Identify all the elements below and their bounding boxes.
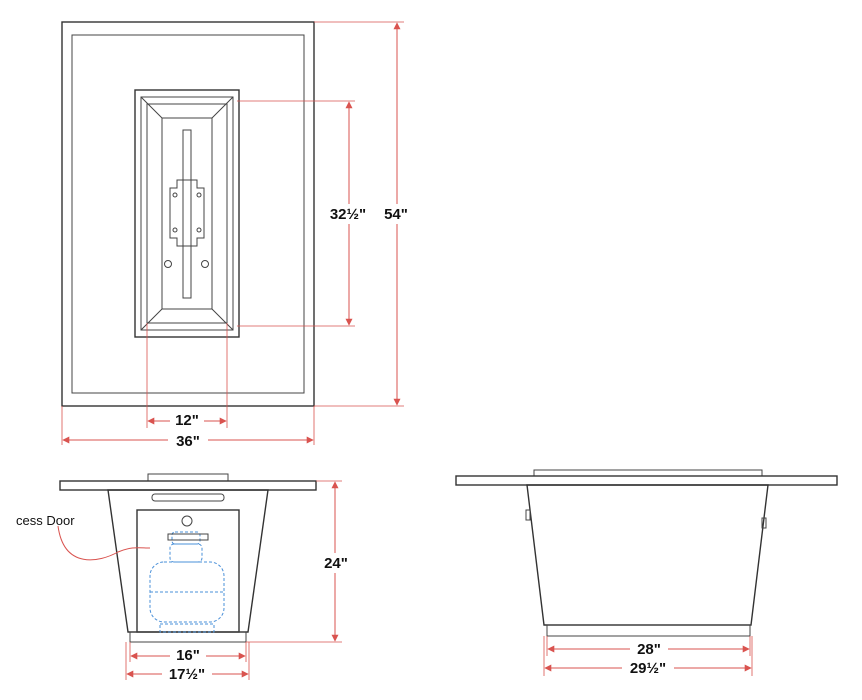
fastener-icon: [201, 260, 209, 268]
tank-valve: [167, 533, 209, 541]
burner-bar: [182, 129, 192, 299]
burner-plate: [169, 179, 205, 247]
front-view: cess Door 24" 16" 17½": [16, 473, 352, 683]
side-table-body: [526, 484, 769, 626]
dim-burner-length: 32½": [330, 206, 366, 223]
fastener-icon: [164, 260, 172, 268]
dim-burner-width: 12": [175, 412, 199, 429]
side-table-top-slab: [455, 475, 838, 486]
side-bracket-right: [761, 517, 767, 529]
dim-front-base-outer: 17½": [169, 666, 205, 683]
burner-pan-rim: [140, 96, 234, 331]
side-base-plinth: [546, 624, 751, 637]
dim-outer-width: 36": [176, 433, 200, 450]
table-top-inner-edge: [71, 34, 305, 394]
table-top-slab: [59, 480, 317, 491]
access-door-leader: [57, 525, 151, 561]
side-bracket-left: [525, 509, 531, 521]
burner-lid: [147, 473, 229, 482]
vent-slot: [151, 493, 225, 502]
base-plinth: [129, 631, 247, 643]
table-top-outer-edge: [61, 21, 315, 407]
side-view: 28" 29½": [455, 469, 838, 677]
dim-height: 24": [324, 555, 348, 572]
access-door: [136, 509, 240, 633]
dim-front-base-inner: 16": [176, 647, 200, 664]
burner-pan-inner: [146, 103, 228, 324]
side-burner-lid: [533, 469, 763, 477]
propane-tank-icon: [149, 531, 225, 633]
burner-pan-outer: [134, 89, 240, 338]
door-knob-icon: [181, 515, 193, 527]
table-body: [107, 489, 269, 633]
dim-outer-length: 54": [384, 206, 408, 223]
dim-side-base-outer: 29½": [630, 660, 666, 677]
access-door-label: cess Door: [16, 513, 75, 528]
dim-side-base-inner: 28": [637, 641, 661, 658]
top-view: 12" 36" 32½" 54": [61, 21, 414, 450]
